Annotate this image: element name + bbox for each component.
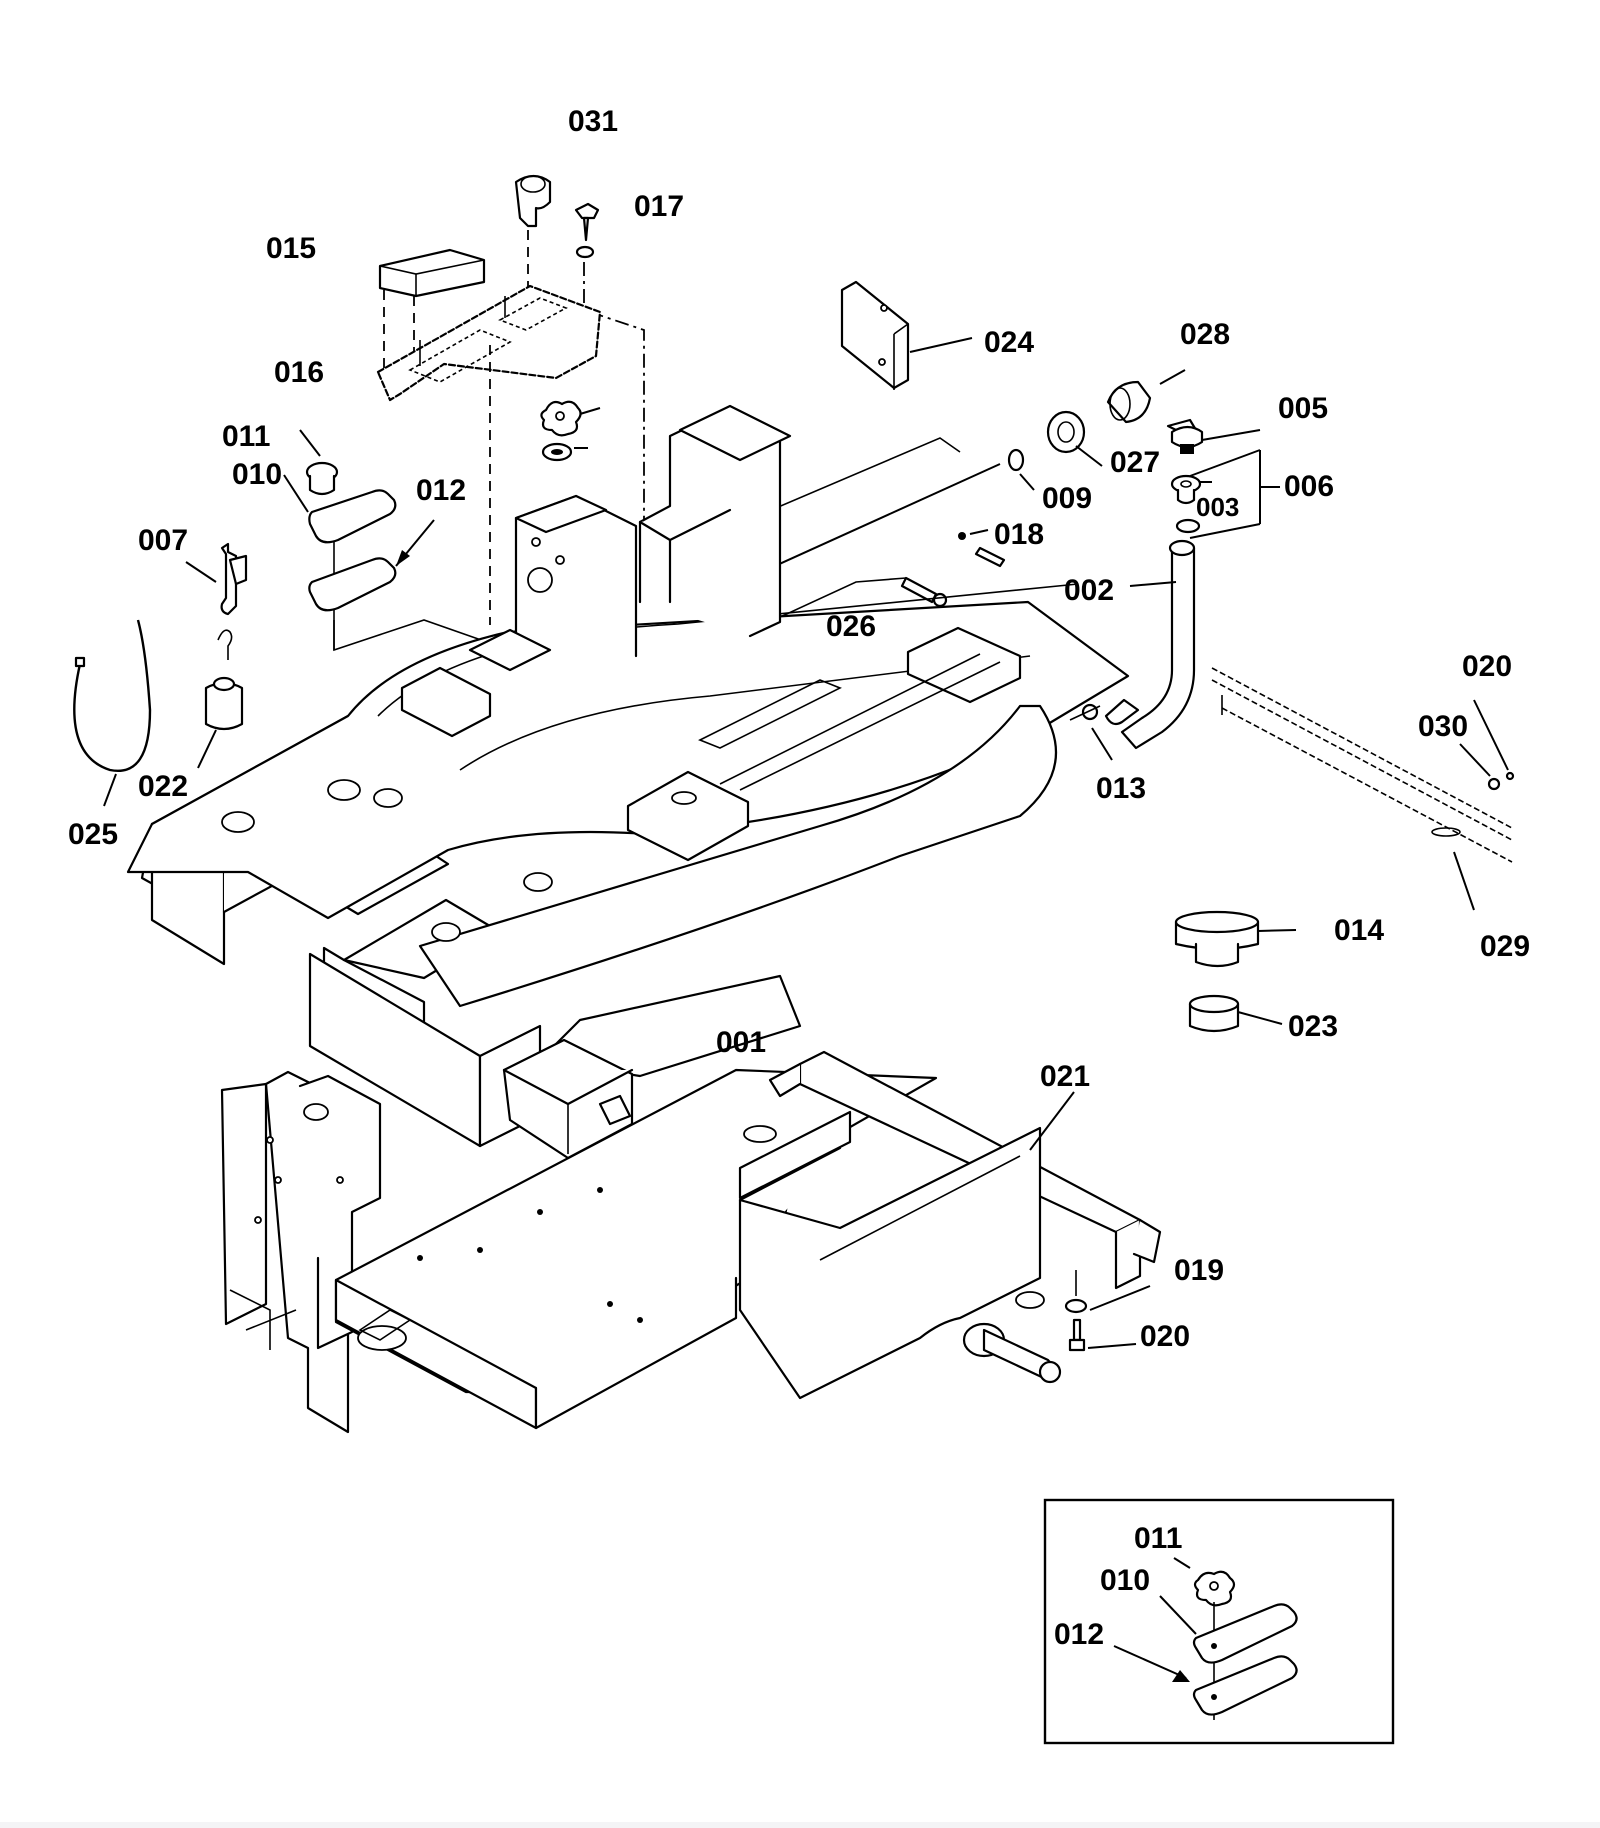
label-028: 028 xyxy=(1180,318,1230,351)
label-030: 030 xyxy=(1418,710,1468,743)
part-002-hose xyxy=(1104,539,1196,750)
part-010-plate xyxy=(283,474,397,544)
label-001: 001 xyxy=(716,1026,766,1059)
label-007: 007 xyxy=(138,524,188,557)
label-017: 017 xyxy=(634,190,684,223)
label-015: 015 xyxy=(266,232,316,265)
part-027-ring xyxy=(1046,410,1103,467)
label-021: 021 xyxy=(1040,1060,1090,1093)
callout-labels: 031 017 015 016 011 010 012 007 022 025 … xyxy=(68,105,1530,1651)
label-003: 003 xyxy=(1196,492,1239,522)
part-005-valve xyxy=(1166,418,1261,454)
label-025: 025 xyxy=(68,818,118,851)
label-005: 005 xyxy=(1278,392,1328,425)
inset-label-010: 010 xyxy=(1100,1564,1150,1597)
part-021-frame xyxy=(220,1038,1162,1434)
part-023-cap xyxy=(1188,994,1283,1033)
inset-label-012: 012 xyxy=(1054,1618,1104,1651)
label-029: 029 xyxy=(1480,930,1530,963)
label-022: 022 xyxy=(138,770,188,803)
bracket-006 xyxy=(1189,449,1280,539)
label-002: 002 xyxy=(1064,574,1114,607)
part-003-fitting xyxy=(1170,474,1212,534)
part-029-rail xyxy=(1211,667,1513,911)
label-010: 010 xyxy=(232,458,282,491)
part-001-base xyxy=(126,404,1130,1148)
label-019: 019 xyxy=(1174,1254,1224,1287)
part-knob-unlabeled xyxy=(540,400,601,462)
label-031: 031 xyxy=(568,105,618,138)
label-006: 006 xyxy=(1284,470,1334,503)
part-014-knob xyxy=(1174,910,1297,968)
label-014: 014 xyxy=(1334,914,1384,947)
label-020-bottom: 020 xyxy=(1140,1320,1190,1353)
part-007-bracket xyxy=(185,542,248,616)
label-024: 024 xyxy=(984,326,1034,359)
label-012: 012 xyxy=(416,474,466,507)
label-026: 026 xyxy=(826,610,876,643)
part-028-cap xyxy=(1106,369,1186,424)
label-013: 013 xyxy=(1096,772,1146,805)
part-013-nut xyxy=(1069,703,1113,761)
part-025-cable xyxy=(73,619,152,807)
label-018: 018 xyxy=(994,518,1044,551)
label-009: 009 xyxy=(1042,482,1092,515)
label-023: 023 xyxy=(1288,1010,1338,1043)
part-016-tray xyxy=(376,284,602,625)
part-024-plate xyxy=(840,280,973,390)
label-020-top: 020 xyxy=(1462,650,1512,683)
part-017-screw xyxy=(574,202,645,520)
inset-label-011: 011 xyxy=(1134,1522,1182,1555)
part-022-sensor xyxy=(197,629,244,769)
part-015-block xyxy=(378,248,486,370)
label-016: 016 xyxy=(274,356,324,389)
part-030-nut xyxy=(1459,743,1501,791)
part-012-plate xyxy=(308,519,505,652)
part-020-screw-top xyxy=(1473,699,1515,781)
label-027: 027 xyxy=(1110,446,1160,479)
bottom-edge xyxy=(0,1822,1600,1828)
label-011: 011 xyxy=(222,420,270,453)
detail-inset xyxy=(1043,1498,1395,1745)
